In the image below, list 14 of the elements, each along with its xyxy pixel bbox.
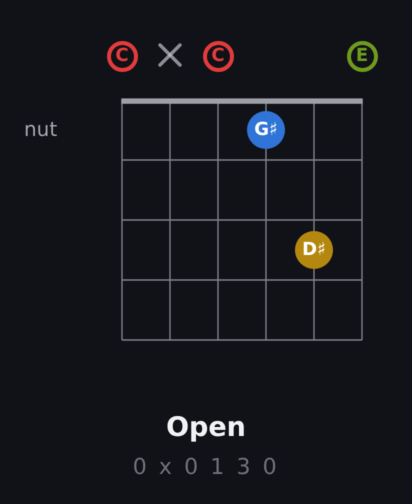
open-string-marker	[202, 40, 234, 72]
nut-label: nut	[24, 117, 58, 141]
note-name: G♯	[254, 121, 278, 139]
note-name: C	[115, 47, 129, 65]
note-name: E	[356, 47, 368, 65]
open-string-marker	[346, 40, 378, 72]
chord-name-title: Open	[166, 412, 246, 444]
open-string-marker	[106, 40, 138, 72]
finger-dot	[247, 111, 285, 149]
note-name: D♯	[302, 241, 326, 259]
note-name: C	[211, 47, 225, 65]
muted-string-cross-icon	[158, 43, 182, 67]
finger-dot	[295, 231, 333, 269]
fingering-numbers: 0 x 0 1 3 0	[132, 455, 280, 482]
